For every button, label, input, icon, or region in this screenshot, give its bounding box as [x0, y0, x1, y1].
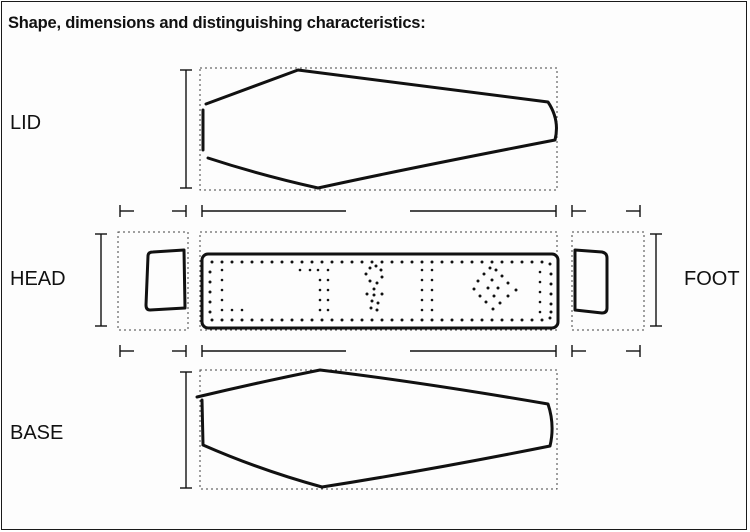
foot-end-outline	[573, 248, 609, 315]
lid-dotted-box	[199, 67, 558, 191]
head-label: HEAD	[10, 268, 66, 290]
lid-outline	[201, 68, 558, 190]
foot-label: FOOT	[684, 268, 740, 290]
dotted-frames	[117, 67, 645, 490]
base-dotted-box	[199, 369, 558, 490]
side-panel-outline	[200, 252, 560, 330]
side-dotted-box	[199, 231, 558, 331]
form-heading: Shape, dimensions and distinguishing cha…	[8, 14, 426, 32]
foot-dotted-box	[571, 231, 645, 331]
lid-label: LID	[10, 112, 42, 134]
head-dotted-box	[117, 231, 189, 331]
head-end-outline	[144, 248, 187, 312]
base-label: BASE	[10, 422, 64, 444]
side-nail-pattern	[208, 260, 553, 322]
base-outline	[195, 368, 554, 489]
dimension-lines	[95, 69, 662, 489]
